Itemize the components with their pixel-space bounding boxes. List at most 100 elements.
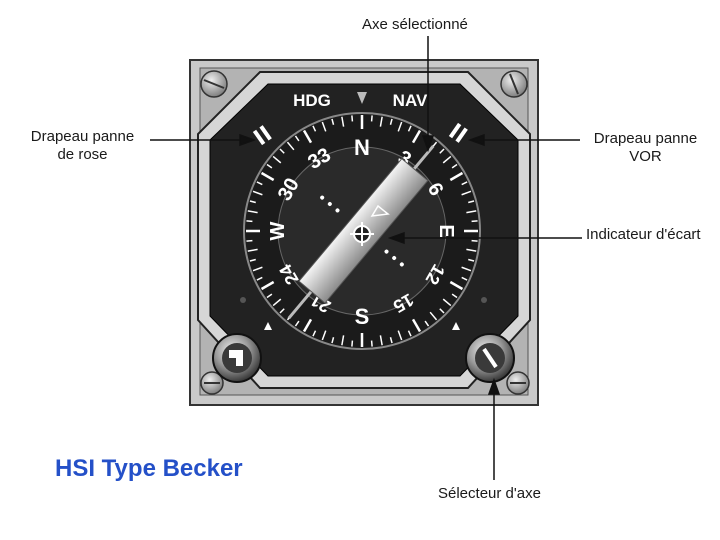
screw-top-left xyxy=(200,70,228,98)
compass-tick xyxy=(272,298,282,307)
label-axe-selectionne: Axe sélectionné xyxy=(362,16,468,33)
compass-tick xyxy=(294,135,300,142)
compass-tick xyxy=(461,181,468,186)
compass-label-e: E xyxy=(435,224,457,237)
compass-label-s: S xyxy=(355,304,370,329)
compass-tick xyxy=(411,318,422,333)
label-drapeau-vor-line1: Drapeau panne xyxy=(593,130,698,147)
compass-tick xyxy=(389,337,393,344)
compass-tick xyxy=(424,320,430,327)
compass-tick xyxy=(331,337,335,344)
compass-tick xyxy=(471,220,478,223)
compass-tick xyxy=(321,330,327,341)
compass-tick xyxy=(370,340,373,347)
heading-index xyxy=(357,92,367,104)
label-indicateur-ecart: Indicateur d'écart xyxy=(586,226,701,243)
compass-tick xyxy=(246,239,253,242)
compass-tick xyxy=(266,163,273,169)
compass-label-w: W xyxy=(267,221,289,240)
compass-tick xyxy=(468,258,475,262)
label-drapeau-rose-line2: de rose xyxy=(57,146,108,163)
compass-tick xyxy=(389,118,393,125)
compass-tick xyxy=(397,330,403,341)
label-drapeau-panne-vor: Drapeau panne VOR xyxy=(583,130,708,166)
compass-tick xyxy=(286,141,295,151)
compass-tick xyxy=(379,116,383,127)
compass-tick xyxy=(279,148,285,154)
marker-left xyxy=(264,322,272,330)
course-selector-knob[interactable] xyxy=(465,333,515,383)
label-drapeau-rose-line1: Drapeau panne xyxy=(30,128,135,145)
marker-right xyxy=(452,322,460,330)
compass-tick xyxy=(246,220,253,223)
compass-tick xyxy=(449,280,464,291)
compass-tick xyxy=(351,115,354,122)
compass-tick xyxy=(247,210,258,214)
compass-tick xyxy=(379,335,383,346)
compass-tick xyxy=(407,125,412,132)
compass-tick xyxy=(451,293,458,299)
diagram-title: HSI Type Becker xyxy=(55,455,243,482)
nav-label: NAV xyxy=(393,91,428,110)
screw-bottom-right xyxy=(506,371,530,395)
label-drapeau-panne-rose: Drapeau panne de rose xyxy=(20,128,145,164)
compass-tick xyxy=(411,129,422,144)
compass-tick xyxy=(439,148,445,154)
callout-arrow-drapeau-vor xyxy=(467,133,485,147)
compass-tick xyxy=(471,239,478,242)
compass-tick xyxy=(252,266,263,272)
compass-tick xyxy=(451,163,458,169)
compass-tick xyxy=(252,190,263,196)
compass-tick xyxy=(256,181,263,186)
compass-tick xyxy=(439,308,445,314)
compass-tick xyxy=(312,330,317,337)
compass-failure-flag xyxy=(252,125,272,146)
compass-tick xyxy=(247,248,258,252)
vor-failure-flag xyxy=(448,122,468,143)
heading-knob[interactable] xyxy=(212,333,262,383)
compass-tick xyxy=(351,340,354,347)
compass-tick xyxy=(341,116,345,127)
compass-tick xyxy=(312,125,317,132)
compass-tick xyxy=(397,121,403,132)
compass-tick xyxy=(260,280,275,291)
callout-arrow-selecteur xyxy=(487,377,501,395)
label-drapeau-vor-line2: VOR xyxy=(629,148,662,165)
compass-tick xyxy=(466,210,477,214)
compass-tick xyxy=(442,298,452,307)
compass-tick xyxy=(302,129,313,144)
compass-label-n: N xyxy=(354,135,370,160)
deviation-dots xyxy=(320,195,404,267)
label-selecteur-axe: Sélecteur d'axe xyxy=(438,485,541,502)
compass-tick xyxy=(461,190,472,196)
compass-tick xyxy=(294,320,300,327)
bezel-screw-small-right xyxy=(481,297,487,303)
compass-tick xyxy=(407,330,412,337)
compass-tick xyxy=(249,258,256,262)
compass-tick xyxy=(266,293,273,299)
callout-arrow-axe xyxy=(421,135,435,153)
compass-tick xyxy=(442,155,452,164)
compass-tick xyxy=(321,121,327,132)
compass-tick xyxy=(331,118,335,125)
compass-tick xyxy=(466,248,477,252)
hdg-label: HDG xyxy=(293,91,331,110)
compass-tick xyxy=(249,200,256,204)
compass-tick xyxy=(461,266,472,272)
callout-arrow-ecart xyxy=(387,231,405,245)
bezel-screw-small-left xyxy=(240,297,246,303)
screw-bottom-left xyxy=(200,371,224,395)
compass-tick xyxy=(260,171,275,182)
compass-tick xyxy=(370,115,373,122)
compass-tick xyxy=(461,276,468,281)
compass-tick xyxy=(429,311,438,321)
compass-tick xyxy=(302,318,313,333)
compass-tick xyxy=(279,308,285,314)
screw-top-right xyxy=(500,70,528,98)
compass-tick xyxy=(272,155,282,164)
to-from-indicator xyxy=(370,204,390,217)
compass-tick xyxy=(341,335,345,346)
compass-tick xyxy=(468,200,475,204)
callout-arrow-drapeau-rose xyxy=(239,133,257,147)
